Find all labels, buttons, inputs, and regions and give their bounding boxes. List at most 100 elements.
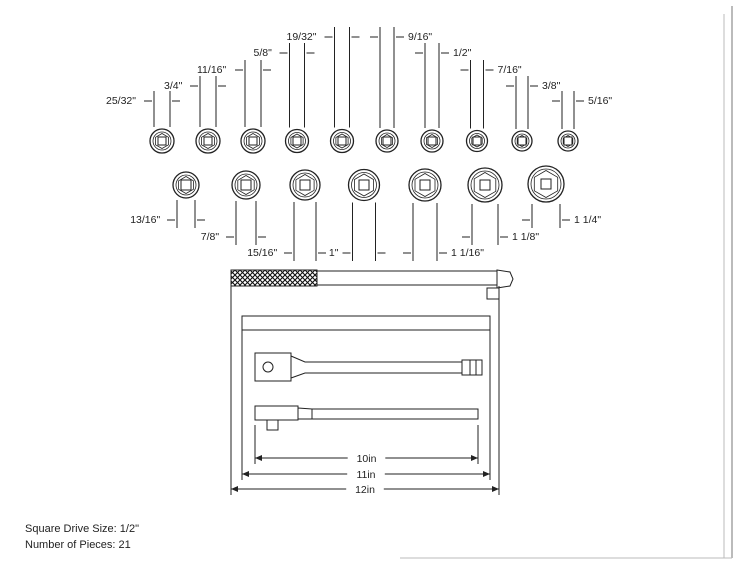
socket-rim: [411, 171, 439, 199]
length-dimension: 12in: [230, 286, 500, 496]
socket-drive-square: [563, 136, 573, 146]
ratchet-head: [496, 269, 514, 289]
top-socket: 19/32": [287, 27, 360, 154]
socket-drive-square: [427, 136, 437, 146]
drive-size-value: 1/2": [119, 523, 139, 535]
length-dimension: 11in: [241, 330, 491, 481]
flex-bar: [254, 405, 479, 431]
top-socket: 11/16": [197, 60, 271, 154]
socket-drive-square: [203, 136, 213, 146]
socket-rim: [292, 172, 318, 198]
socket-size-label: 5/16": [588, 95, 612, 107]
socket-size-label: 5/8": [254, 47, 273, 59]
socket-size-label: 9/16": [408, 31, 432, 43]
socket-size-label: 1": [329, 247, 339, 259]
socket-rim: [469, 133, 485, 149]
socket-rim: [333, 132, 351, 150]
socket-drive-square: [358, 179, 370, 191]
socket-drive-square: [337, 136, 347, 146]
socket-hex: [473, 172, 497, 198]
socket-rim: [198, 131, 218, 151]
socket-drive-square: [419, 179, 431, 191]
breaker-collar: [461, 359, 483, 376]
socket-rim: [351, 172, 377, 198]
socket-hex: [516, 135, 528, 147]
page-border: [400, 6, 733, 559]
socket-size-label: 1 1/4": [574, 214, 601, 226]
flex-shaft: [297, 407, 479, 420]
length-label: 11in: [356, 469, 375, 481]
socket-size-label: 1 1/16": [451, 247, 484, 259]
socket-hex: [414, 173, 436, 197]
socket-drive-square: [248, 136, 258, 146]
ratchet-handle: [230, 269, 514, 300]
socket-rim: [152, 131, 172, 151]
length-label: 10in: [357, 453, 377, 465]
socket-hex: [380, 134, 394, 148]
breaker-shaft: [290, 355, 463, 379]
drive-size-label: Square Drive Size:: [25, 523, 117, 535]
length-label: 12in: [355, 484, 375, 496]
socket-hex: [533, 170, 559, 198]
flex-drive-square: [266, 419, 279, 431]
socket-rim: [175, 174, 197, 196]
socket-hex: [246, 133, 260, 149]
socket-hex: [335, 133, 349, 149]
socket-rim: [423, 132, 441, 150]
length-dimension: 10in: [254, 425, 479, 465]
ratchet-shaft: [316, 270, 498, 286]
bottom-socket: 1 1/8": [462, 167, 539, 245]
socket-hex: [155, 133, 169, 149]
socket-drive-square: [240, 179, 252, 191]
socket-hex: [354, 173, 374, 197]
knurled-grip: [230, 269, 318, 287]
bottom-socket-row: 13/16" 7/8"15/16"1" 1 1/16" 1 1/8" 1 1/4": [130, 165, 601, 261]
dimension-arrow: [242, 471, 249, 477]
extension-shaft: [241, 315, 491, 331]
socket-drive-square: [517, 136, 527, 146]
socket-hex: [178, 176, 194, 194]
socket-rim: [560, 133, 576, 149]
socket-drive-square: [540, 178, 552, 190]
top-socket: 7/16": [460, 60, 522, 153]
socket-drive-square: [299, 179, 311, 191]
socket-rim: [234, 173, 258, 197]
top-socket: 9/16": [370, 27, 432, 153]
socket-drive-square: [472, 136, 482, 146]
top-socket: 5/16": [552, 91, 612, 152]
socket-hex: [425, 134, 439, 148]
socket-size-label: 3/8": [542, 80, 561, 92]
socket-rim: [243, 131, 263, 151]
socket-size-label: 25/32": [106, 95, 136, 107]
bottom-socket: 15/16": [247, 169, 326, 261]
socket-rim: [530, 168, 562, 200]
top-socket-row: 25/32" 3/4" 11/16" 5/8" 19/32" 9/16" 1/2"7/16"…: [106, 27, 612, 154]
pieces-label: Number of Pieces:: [25, 539, 116, 551]
socket-size-label: 3/4": [164, 80, 183, 92]
ratchet-drive-square: [486, 287, 500, 300]
socket-size-label: 1/2": [453, 47, 472, 59]
drive-size-spec: Square Drive Size: 1/2": [25, 522, 139, 536]
bottom-socket: 1": [329, 168, 386, 261]
socket-size-label: 13/16": [130, 214, 160, 226]
pieces-value: 21: [118, 539, 131, 551]
socket-size-label: 1 1/8": [512, 231, 539, 243]
socket-rim: [514, 133, 530, 149]
bottom-socket: 1 1/4": [522, 165, 601, 228]
socket-size-label: 19/32": [287, 31, 317, 43]
bottom-socket: 1 1/16": [403, 168, 484, 261]
dimension-arrow: [231, 486, 238, 492]
dimension-arrow: [471, 455, 478, 461]
socket-drive-square: [180, 179, 192, 191]
top-socket: 3/4": [164, 76, 226, 154]
socket-rim: [378, 132, 396, 150]
socket-drive-square: [479, 179, 491, 191]
bottom-socket: 7/8": [201, 170, 266, 245]
top-socket: 1/2": [415, 43, 472, 153]
socket-size-label: 11/16": [197, 64, 226, 76]
flex-head: [254, 405, 299, 421]
socket-hex: [290, 133, 304, 149]
socket-hex: [201, 133, 215, 149]
